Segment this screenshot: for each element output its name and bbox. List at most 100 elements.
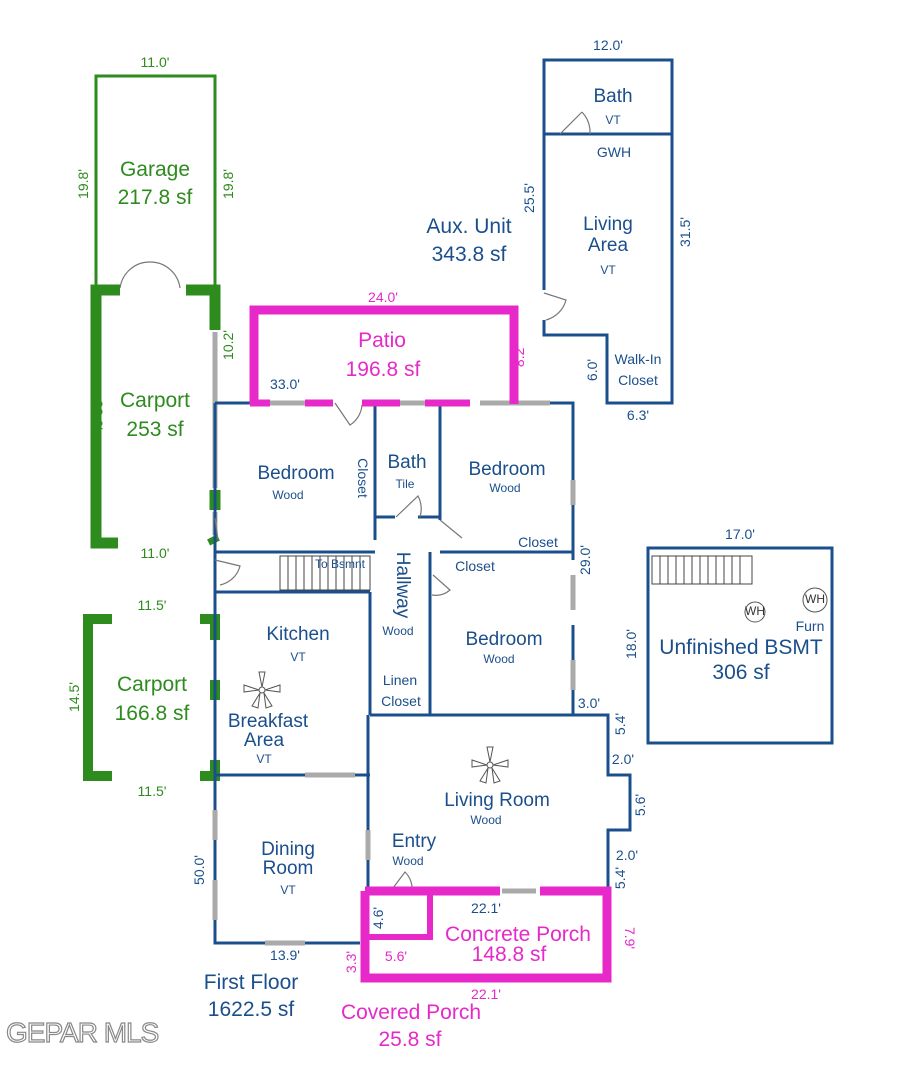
porch-dim-right: 7.9' [622,927,638,949]
bedroom1-name: Bedroom [257,463,334,484]
dim-139: 13.9' [270,947,300,963]
aux-unit-area: 343.8 sf [432,243,507,266]
porch-dim-46: 4.6' [370,907,386,929]
walkin-name2: Closet [618,372,658,388]
dim-50: 50.0' [191,855,207,885]
walkin-name1: Walk-In [615,351,662,367]
aux-unit: 12.0' 25.5' 31.5' 6.0' 6.3' Bath VT GWH … [426,37,693,423]
carport2-dim-bottom: 11.5' [138,783,167,799]
aux-bath-floor: VT [605,113,621,127]
carport2-dim-top: 11.5' [138,597,167,613]
dim-20b: 2.0' [616,847,638,863]
covered-porch-area: 25.8 sf [378,1028,441,1051]
aux-dim-closet-left: 6.0' [584,359,600,381]
bsmt-name: Unfinished BSMT [659,636,823,659]
stairs-basement [651,555,753,585]
covered-porch-name: Covered Porch [341,1001,481,1024]
first-floor-name: First Floor [204,971,299,994]
porch-dim-56: 5.6' [385,948,407,964]
patio-dim-top: 24.0' [368,289,398,305]
porch: 22.1' 7.9' 4.6' 5.6' 3.3' 22.1' Concrete… [341,886,638,1051]
garage-dim-top: 11.0' [141,54,170,70]
carport1-dim-bottom: 11.0' [141,545,170,561]
breakfast-floor: VT [256,752,272,766]
dim-3: 3.0' [578,695,600,711]
aux-dim-left: 25.5' [521,183,537,213]
carport2-dim-left: 14.5' [66,682,82,712]
dim-29: 29.0' [577,545,593,575]
bath-name: Bath [387,452,426,473]
carport1-dim-right: 10.2' [220,330,236,360]
stairs-main [279,555,371,591]
water-heater-icon [744,601,766,623]
wh2-label: WH [805,592,825,606]
entry-floor: Wood [392,854,423,868]
porch-dim-top: 22.1' [471,900,501,916]
carport1-dim-side: 23.0' [90,400,106,430]
garage-dim-left: 19.8' [75,169,91,199]
entry-name: Entry [392,831,437,852]
bedroom3-name: Bedroom [465,629,542,650]
breakfast-name1: Breakfast [228,711,309,732]
aux-living-name1: Living [583,214,633,235]
patio: 24.0' 8.2' Patio 196.8 sf [249,289,527,407]
aux-unit-name: Aux. Unit [426,215,511,238]
basement: WH WH Furn 17.0' 18.0' Unfinished BSMT 3… [623,526,834,745]
bath-floor: Tile [396,477,415,491]
hallway-floor: Wood [382,624,413,638]
aux-living-floor: VT [600,263,616,277]
aux-dim-closet-bottom: 6.3' [627,407,649,423]
dining-name2: Room [263,858,314,879]
bedroom2-floor: Wood [489,481,520,495]
bedroom1-floor: Wood [272,488,303,502]
dim-54b: 5.4' [612,867,628,889]
garage-dim-right: 19.8' [220,169,236,199]
carport1-name: Carport [120,389,190,412]
living-name: Living Room [444,790,550,811]
gwh-label: GWH [597,144,631,160]
aux-living-name2: Area [588,235,629,256]
to-bsmnt: To Bsmnt [315,557,366,571]
closet-b: Closet [455,558,495,574]
kitchen-floor: VT [290,650,306,664]
porch-dim-bottom: 22.1' [471,986,501,1002]
closet-vertical: Closet [355,458,371,498]
living-floor: Wood [470,813,501,827]
bsmt-dim-top: 17.0' [725,526,755,542]
dim-56: 5.6' [632,794,648,816]
ceiling-fan-icon [243,671,281,709]
main-house: 33.0' Bedroom Wood Closet Bath Tile Bedr… [191,376,648,1021]
bedroom2-name: Bedroom [468,459,545,480]
garage: 11.0' 19.8' 19.8' Garage 217.8 sf [75,54,236,289]
mls-watermark: GEPAR MLS [6,1017,159,1048]
carport2-area: 166.8 sf [115,702,190,725]
ceiling-fan-icon [471,746,509,784]
wh1-label: WH [745,604,765,618]
garage-area: 217.8 sf [118,186,193,209]
porch-dim-33: 3.3' [343,951,359,973]
dim-54a: 5.4' [612,713,628,735]
first-floor-area: 1622.5 sf [208,998,295,1021]
garage-name: Garage [120,158,190,181]
furn-label: Furn [796,618,825,634]
bsmt-area: 306 sf [712,661,769,684]
patio-dim-right: 8.2' [511,345,527,367]
aux-dim-top: 12.0' [593,37,623,53]
linen-name1: Linen [383,672,417,688]
bedroom3-floor: Wood [483,652,514,666]
carport-lower: 11.5' 11.5' 14.5' Carport 166.8 sf [66,597,220,799]
aux-bath-name: Bath [593,86,632,107]
water-heater-icon [802,587,828,613]
carport1-area: 253 sf [126,418,183,441]
aux-dim-right: 31.5' [677,217,693,247]
patio-name: Patio [358,329,406,352]
patio-area: 196.8 sf [346,358,421,381]
breakfast-name2: Area [244,730,285,751]
dim-33: 33.0' [270,376,300,392]
dining-floor: VT [280,883,296,897]
porch-area: 148.8 sf [472,943,547,966]
bsmt-dim-left: 18.0' [623,629,639,659]
dining-name1: Dining [261,839,315,860]
dim-20a: 2.0' [612,751,634,767]
